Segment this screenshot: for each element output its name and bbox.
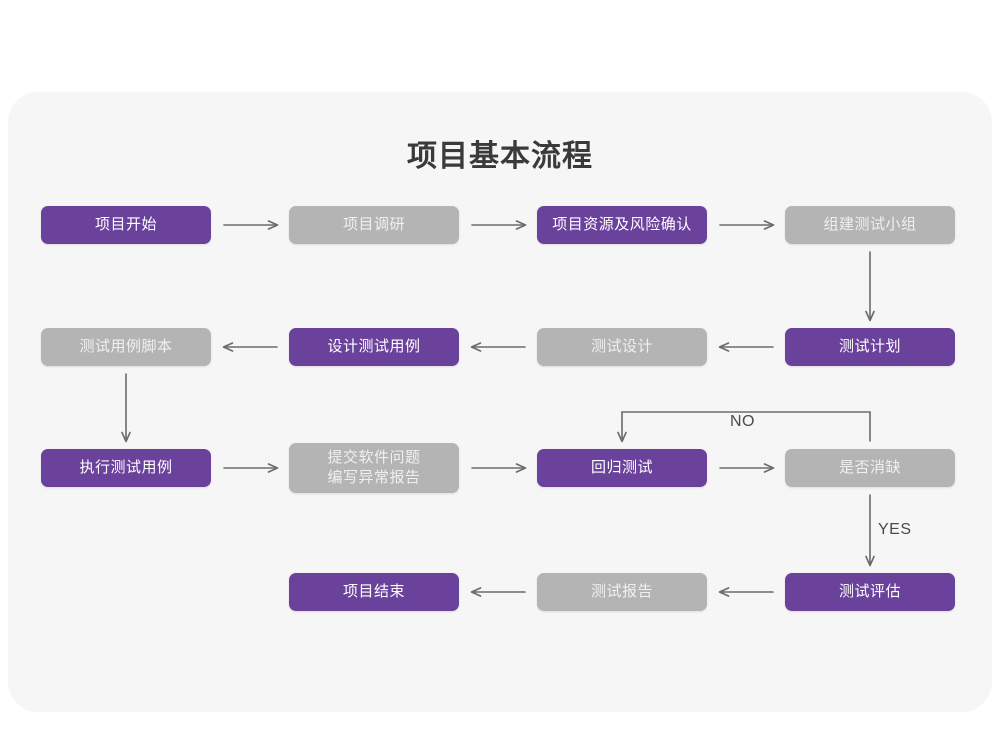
node-test-plan[interactable]: 测试计划	[785, 328, 955, 366]
node-resource-risk-confirm[interactable]: 项目资源及风险确认	[537, 206, 707, 244]
node-form-test-team[interactable]: 组建测试小组	[785, 206, 955, 244]
node-execute-test-cases[interactable]: 执行测试用例	[41, 449, 211, 487]
node-test-evaluation[interactable]: 测试评估	[785, 573, 955, 611]
node-project-research[interactable]: 项目调研	[289, 206, 459, 244]
edge-label-yes: YES	[878, 521, 912, 538]
node-project-start[interactable]: 项目开始	[41, 206, 211, 244]
node-design-test-cases[interactable]: 设计测试用例	[289, 328, 459, 366]
node-submit-defect-report[interactable]: 提交软件问题 编写异常报告	[289, 443, 459, 493]
node-test-report[interactable]: 测试报告	[537, 573, 707, 611]
node-test-case-script[interactable]: 测试用例脚本	[41, 328, 211, 366]
edge-label-no: NO	[730, 413, 755, 430]
page-title: 项目基本流程	[407, 140, 593, 173]
flowchart-card	[8, 92, 992, 712]
node-project-end[interactable]: 项目结束	[289, 573, 459, 611]
node-regression-test[interactable]: 回归测试	[537, 449, 707, 487]
node-defect-resolved-decision[interactable]: 是否消缺	[785, 449, 955, 487]
node-test-design[interactable]: 测试设计	[537, 328, 707, 366]
